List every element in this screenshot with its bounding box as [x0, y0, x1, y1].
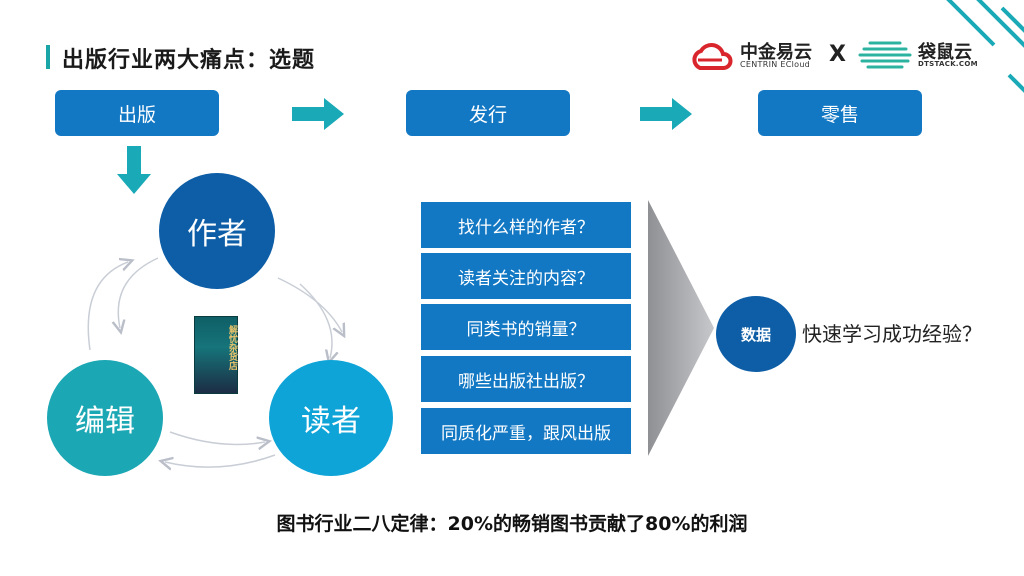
flow-step-publish: 出版: [55, 90, 219, 136]
question-item: 同质化严重，跟风出版: [421, 408, 631, 454]
arrow-down-icon: [117, 146, 151, 194]
title-accent-bar: [46, 45, 50, 69]
logo-subtitle: CENTRIN ECloud: [740, 60, 811, 69]
question-item: 读者关注的内容？: [421, 253, 631, 299]
cycle-arrows: [87, 257, 420, 490]
partner-logo-name: 袋鼠云: [918, 42, 972, 63]
question-item: 同类书的销量？: [421, 304, 631, 350]
question-item: 哪些出版社出版？: [421, 356, 631, 402]
question-item: 找什么样的作者？: [421, 202, 631, 248]
reader-circle: 读者: [269, 360, 393, 476]
arrow-right-icon: [292, 98, 344, 130]
page-title: 出版行业两大痛点：选题: [62, 48, 316, 73]
logo-name: 中金易云: [740, 42, 812, 63]
editor-circle: 编辑: [47, 360, 163, 476]
footer-statement: 图书行业二八定律：20%的畅销图书贡献了80%的利润: [276, 513, 748, 535]
logo-separator: X: [829, 42, 846, 67]
arrow-right-icon: [640, 98, 692, 130]
book-cover-title: 解忧杂货店: [227, 325, 237, 370]
partner-logo-subtitle: DTSTACK.COM: [918, 60, 978, 68]
data-badge: 数据: [716, 296, 796, 372]
result-text: 快速学习成功经验？: [802, 322, 982, 346]
funnel-arrow-shape: [648, 200, 714, 456]
book-cover-image: [194, 316, 238, 394]
cloud-logo-icon: [692, 43, 733, 70]
flow-step-distribute: 发行: [406, 90, 570, 136]
corner-decoration: [946, 0, 1024, 93]
flow-step-retail: 零售: [758, 90, 922, 136]
author-circle: 作者: [159, 173, 275, 289]
kangaroo-logo-icon: [858, 41, 912, 69]
